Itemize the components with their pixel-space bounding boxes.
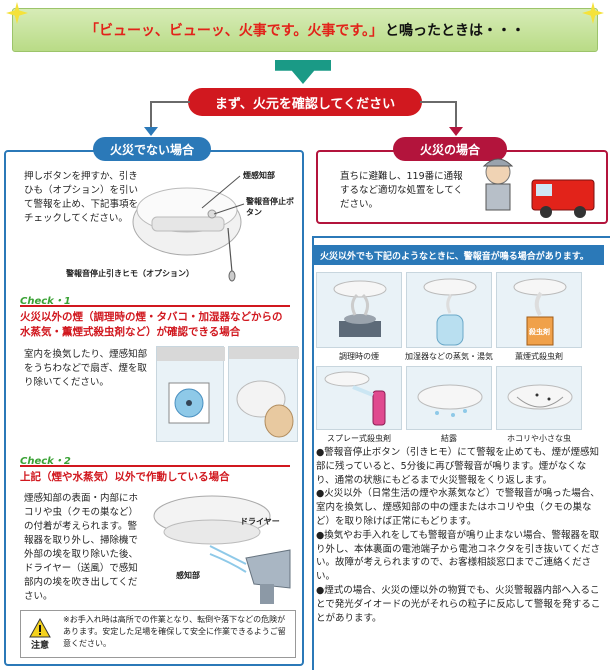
firefighter-truck-illustration bbox=[482, 158, 595, 218]
header-banner: 「ビューッ、ビューッ、火事です。火事です。」 と鳴ったときは・・・ bbox=[12, 8, 598, 52]
other-causes-panel bbox=[312, 236, 610, 670]
check-fire-source-pill: まず、火元を確認してください bbox=[188, 88, 422, 116]
check2-label: Check・2 bbox=[20, 456, 71, 467]
dryer-cleaning-illustration bbox=[153, 495, 291, 604]
smoke-detector-illustration bbox=[132, 175, 245, 282]
caution-label: 注意 bbox=[30, 640, 49, 651]
caption-spray: スプレー式殺虫剤 bbox=[327, 434, 391, 443]
sensor-label: 感知部 bbox=[176, 571, 200, 580]
check2-title: 上記（煙や水蒸気）以外で作動している場合 bbox=[20, 471, 230, 483]
caption-cooking: 調理時の煙 bbox=[339, 352, 379, 361]
flow-line bbox=[150, 101, 190, 103]
check2-body: 煙感知部の表面・内部にホコリや虫（クモの巣など）の付着が考えられます。警報器を取… bbox=[24, 493, 139, 602]
dust-insects-photo bbox=[496, 366, 582, 430]
caption-smoke-insecticide: 薫煙式殺虫剤 bbox=[515, 352, 563, 361]
banner-suffix: と鳴ったときは・・・ bbox=[384, 23, 525, 39]
can-label: 殺虫剤 bbox=[529, 328, 550, 336]
no-fire-instructions: 押しボタンを押すか、引きひも（オプション）を引いて警報を止め、下記事項をチェック… bbox=[24, 171, 139, 224]
caution-text: ※お手入れ時は高所での作業となり、転倒や落下などの危険があります。安定した足場を… bbox=[63, 615, 286, 648]
other-causes-strip: 火災以外でも下記のようなときに、警報音が鳴る場合があります。 bbox=[314, 245, 604, 265]
note-item: ●煙式の場合、火災の煙以外の物質でも、火災警報器内部へ入ることで発光ダイオードの… bbox=[316, 584, 601, 624]
caption-humidifier: 加湿器などの蒸気・湯気 bbox=[405, 352, 493, 361]
caption-condensation: 結露 bbox=[441, 434, 457, 443]
caption-dust: ホコリや小さな虫 bbox=[507, 434, 571, 443]
caution-icon-area: 注意 bbox=[21, 611, 59, 657]
flow-line bbox=[455, 101, 457, 129]
note-item: ●換気やお手入れをしても警報音が鳴り止まない場合、警報器を取り外し、本体裏面の電… bbox=[316, 529, 601, 583]
check1-body: 室内を換気したり、煙感知部をうちわなどで扇ぎ、煙を取り除いてください。 bbox=[24, 349, 148, 388]
pull-string-label: 警報音停止引きヒモ（オプション） bbox=[66, 269, 194, 278]
stop-button-label: 警報音停止ボタン bbox=[246, 197, 294, 217]
divider bbox=[20, 305, 290, 307]
fire-instructions: 直ちに避難し、119番に通報するなど適切な処置をしてください。 bbox=[340, 171, 463, 210]
check1-title: 火災以外の煙（調理時の煙・タバコ・加湿器などからの水蒸気・薫煙式殺虫剤など）が確… bbox=[20, 311, 283, 338]
fire-heading: 火災の場合 bbox=[393, 137, 507, 161]
down-arrow-icon bbox=[275, 60, 331, 84]
cooking-smoke-photo bbox=[316, 272, 402, 348]
warning-icon bbox=[29, 617, 51, 637]
flow-line bbox=[150, 101, 152, 129]
note-item: ●警報音停止ボタン（引きヒモ）にて警報を止めても、煙が煙感知部に残っていると、5… bbox=[316, 447, 600, 486]
caution-box: 注意 ※お手入れ時は高所での作業となり、転倒や落下などの危険があります。安定した… bbox=[20, 610, 296, 658]
flow-line bbox=[420, 101, 456, 103]
smoke-insecticide-photo: 殺虫剤 bbox=[496, 272, 582, 348]
note-item: ●火災以外（日常生活の煙や水蒸気など）で警報音が鳴った場合、室内を換気し、煙感知… bbox=[316, 488, 600, 527]
detector-fan-photo bbox=[156, 346, 225, 442]
arrow-down-icon bbox=[449, 127, 463, 136]
humidifier-photo bbox=[406, 272, 492, 348]
condensation-photo bbox=[406, 366, 492, 430]
detector-smoke-photo bbox=[228, 346, 299, 442]
no-fire-heading: 火災でない場合 bbox=[93, 137, 211, 161]
spray-insecticide-photo bbox=[316, 366, 402, 430]
divider bbox=[20, 465, 290, 467]
check1-label: Check・1 bbox=[20, 296, 71, 307]
note-list: ●警報音停止ボタン（引きヒモ）にて警報を止めても、煙が煙感知部に残っていると、5… bbox=[316, 446, 604, 625]
dryer-label: ドライヤー bbox=[240, 517, 280, 526]
arrow-down-icon bbox=[144, 127, 158, 136]
alarm-quote: 「ビューッ、ビューッ、火事です。火事です。」 bbox=[85, 23, 383, 39]
detector-label: 煙感知部 bbox=[243, 171, 275, 180]
